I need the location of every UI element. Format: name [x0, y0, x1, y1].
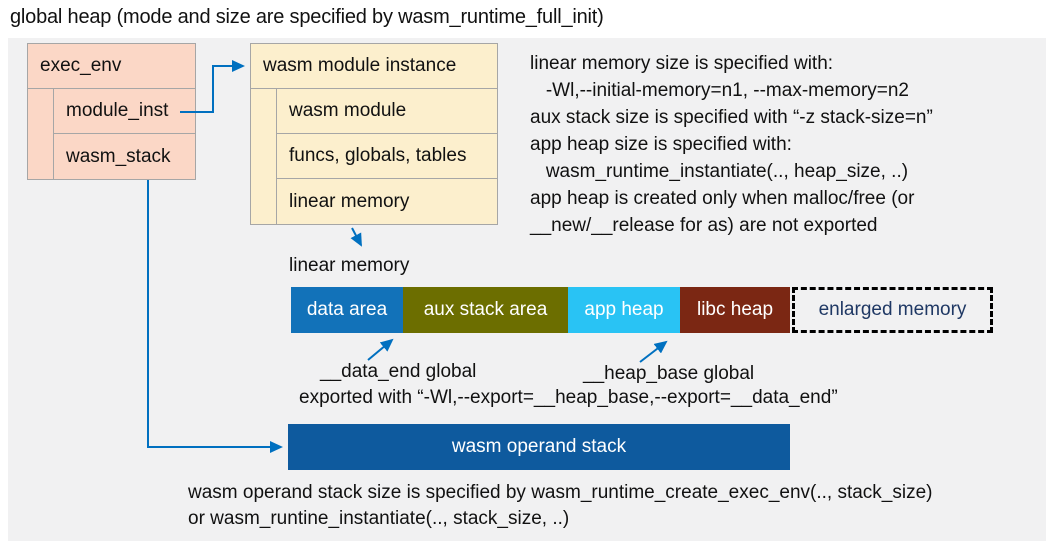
module-instance-box: wasm module instance wasm module funcs, …	[250, 43, 498, 225]
exec-env-header: exec_env	[28, 44, 195, 89]
note-line: -Wl,--initial-memory=n1, --max-memory=n2	[530, 80, 909, 101]
module-instance-row-wasm-module: wasm module	[277, 89, 497, 134]
note-line: linear memory size is specified with:	[530, 53, 834, 74]
data-end-global-label: __data_end global	[320, 361, 477, 382]
exec-env-row-wasm-stack: wasm_stack	[66, 145, 171, 167]
note-line: or wasm_runtine_instantiate(.., stack_si…	[188, 508, 570, 529]
linear-memory-bar: data area aux stack area app heap libc h…	[291, 287, 993, 333]
note-line: aux stack size is specified with “-z sta…	[530, 107, 933, 128]
module-instance-rows: wasm module funcs, globals, tables linea…	[276, 89, 497, 224]
segment-app-heap: app heap	[568, 287, 680, 333]
note-line: app heap is created only when malloc/fre…	[530, 188, 915, 209]
note-line: wasm_runtime_instantiate(.., heap_size, …	[530, 161, 909, 182]
notes-right: linear memory size is specified with: -W…	[530, 50, 933, 239]
wasm-operand-stack-label: wasm operand stack	[451, 436, 627, 457]
page-title: global heap (mode and size are specified…	[10, 6, 604, 28]
segment-libc-heap: libc heap	[680, 287, 790, 333]
wasm-operand-stack-bar: wasm operand stack	[288, 424, 790, 470]
segment-data-area: data area	[291, 287, 403, 333]
heap-base-global-label: __heap_base global	[583, 363, 755, 384]
note-line: app heap size is specified with:	[530, 134, 792, 155]
exec-env-row-module-inst: module_inst	[54, 89, 195, 134]
exported-with-label: exported with “-Wl,--export=__heap_base,…	[299, 387, 838, 408]
module-instance-row-funcs-globals-tables: funcs, globals, tables	[277, 134, 497, 179]
segment-aux-stack-area: aux stack area	[403, 287, 568, 333]
linear-memory-label: linear memory	[289, 255, 410, 276]
note-line: wasm operand stack size is specified by …	[188, 482, 933, 503]
notes-bottom: wasm operand stack size is specified by …	[188, 480, 933, 532]
exec-env-box: exec_env module_inst wasm_stack	[27, 43, 196, 180]
module-instance-row-linear-memory: linear memory	[289, 190, 410, 212]
exec-env-rows: module_inst wasm_stack	[53, 89, 195, 179]
note-line: __new/__release for as) are not exported	[530, 215, 878, 236]
module-instance-header: wasm module instance	[251, 44, 497, 89]
segment-enlarged-memory: enlarged memory	[792, 287, 993, 333]
